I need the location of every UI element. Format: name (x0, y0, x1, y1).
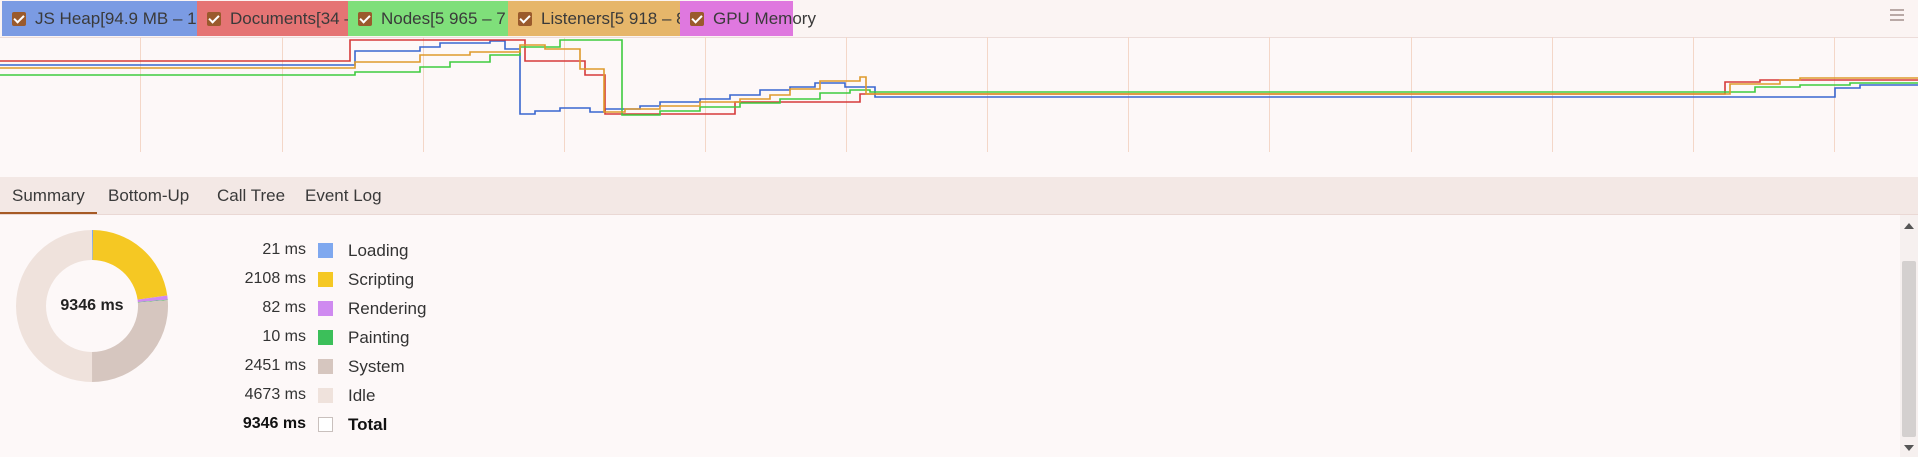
summary-row-loading: 21 ms Loading (0, 240, 500, 262)
checkbox-icon[interactable] (358, 11, 372, 26)
row-value: 82 ms (262, 299, 306, 316)
memory-graph[interactable] (0, 37, 1918, 152)
pie-slice-rendering (137, 295, 168, 303)
row-value: 10 ms (262, 328, 306, 345)
tab-summary[interactable]: Summary (0, 177, 97, 214)
row-label: Total (348, 415, 388, 434)
summary-row-scripting: 2108 ms Scripting (0, 269, 500, 291)
color-swatch (318, 359, 333, 374)
counter-nodes[interactable]: Nodes[5 965 – 7 777] (348, 1, 544, 36)
tab-event-log[interactable]: Event Log (305, 186, 382, 205)
row-value: 2451 ms (244, 357, 306, 374)
row-label: Painting (348, 328, 410, 347)
color-swatch (318, 388, 333, 403)
row-label: Rendering (348, 299, 427, 318)
checkbox-icon[interactable] (207, 11, 221, 26)
counter-listeners[interactable]: Listeners[5 918 – 8 114] (508, 1, 722, 36)
color-swatch (318, 243, 333, 258)
pie-slice-idle (16, 230, 93, 382)
row-value: 2108 ms (244, 270, 306, 287)
counter-label: Documents[34 – 41] (230, 8, 383, 28)
row-value: 21 ms (262, 241, 306, 258)
checkbox-icon[interactable] (690, 11, 704, 26)
summary-row-system: 2451 ms System (0, 356, 500, 378)
summary-row-rendering: 82 ms Rendering (0, 298, 500, 320)
summary-row-painting: 10 ms Painting (0, 327, 500, 349)
counter-label: GPU Memory (713, 8, 816, 28)
row-label: Loading (348, 241, 409, 260)
row-label: Scripting (348, 270, 415, 289)
scroll-down-arrow-icon[interactable] (1904, 445, 1914, 451)
checkbox-icon[interactable] (518, 11, 532, 26)
counter-js-heap[interactable]: JS Heap[94.9 MB – 147 MB] (2, 1, 250, 36)
summary-total-label: 9346 ms (60, 297, 124, 314)
counter-label: Listeners[5 918 – 8 114] (541, 8, 723, 28)
color-swatch (318, 330, 333, 345)
tab-call-tree[interactable]: Call Tree (217, 186, 286, 205)
row-label: Idle (348, 386, 376, 405)
nodes-line (0, 39, 1918, 116)
pie-slice-system (92, 300, 168, 382)
documents-line (0, 39, 1918, 115)
row-value: 4673 ms (244, 386, 306, 403)
js-heap-line (0, 40, 1918, 115)
menu-icon[interactable] (1890, 9, 1904, 21)
color-swatch (318, 301, 333, 316)
checkbox-icon[interactable] (12, 11, 26, 26)
counter-gpu-memory[interactable]: GPU Memory (680, 1, 816, 36)
summary-scrollbar[interactable] (1900, 215, 1918, 457)
summary-pie-chart (16, 230, 168, 382)
counter-documents[interactable]: Documents[34 – 41] (197, 1, 382, 36)
scrollbar-thumb[interactable] (1902, 261, 1916, 437)
details-tabbar: Summary Bottom-Up Call Tree Event Log (0, 177, 1918, 215)
pie-slice-scripting (92, 230, 168, 300)
pie-slice-painting (137, 299, 168, 303)
listeners-line (0, 44, 1918, 113)
counters-toolbar: JS Heap[94.9 MB – 147 MB] Documents[34 –… (0, 0, 1918, 38)
color-swatch (318, 272, 333, 287)
row-label: System (348, 357, 405, 376)
counter-label: JS Heap[94.9 MB – 147 MB] (35, 8, 251, 28)
summary-panel: 9346 ms 21 ms Loading 2108 ms Scripting … (0, 215, 1900, 457)
counter-label: Nodes[5 965 – 7 777] (381, 8, 544, 28)
summary-row-idle: 4673 ms Idle (0, 385, 500, 407)
scroll-up-arrow-icon[interactable] (1904, 223, 1914, 229)
summary-row-total: 9346 ms Total (0, 414, 500, 436)
panel-spacer (0, 152, 1918, 177)
tab-bottom-up[interactable]: Bottom-Up (108, 186, 190, 205)
pie-slice-loading (92, 230, 94, 261)
color-swatch (318, 417, 333, 432)
row-value: 9346 ms (242, 415, 306, 432)
